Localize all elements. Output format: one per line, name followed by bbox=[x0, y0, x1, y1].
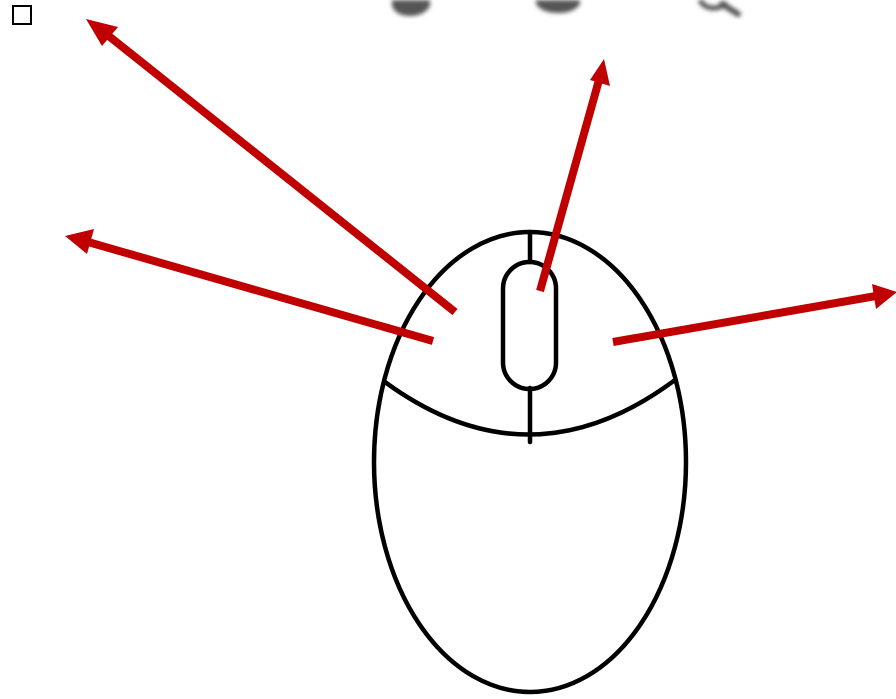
arrows bbox=[65, 19, 896, 342]
mouse-body bbox=[374, 232, 686, 692]
top-icon-strip bbox=[392, 0, 738, 16]
arrow-upper-left bbox=[86, 19, 455, 312]
search-icon bbox=[700, 0, 738, 14]
partial-icon-middle bbox=[536, 0, 580, 13]
computer-mouse-icon bbox=[374, 232, 686, 692]
scroll-wheel-icon bbox=[503, 262, 556, 389]
arrow-right bbox=[613, 284, 896, 342]
partial-icon-left bbox=[392, 0, 430, 16]
